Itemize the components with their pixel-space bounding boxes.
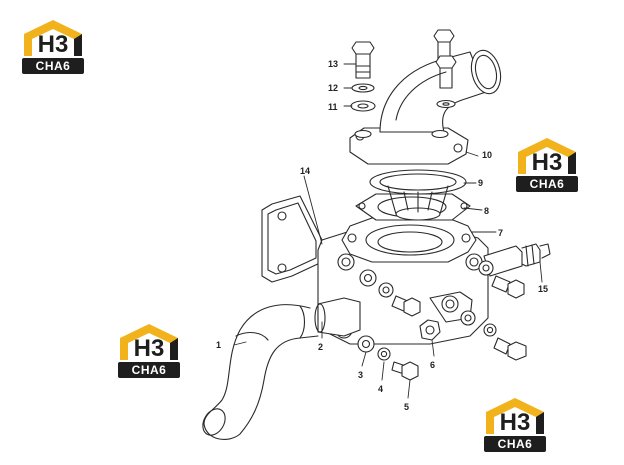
washer-11 <box>350 100 376 112</box>
logo-mark: H3 <box>531 149 563 176</box>
callout-12: 12 <box>328 83 338 93</box>
logo-band: CHA6 <box>22 58 84 74</box>
hose-1 <box>202 304 319 440</box>
house-roof-icon <box>486 398 544 434</box>
housing-7 <box>314 217 489 345</box>
callout-labels: 1 2 3 4 5 6 7 8 9 10 11 12 13 14 15 <box>216 59 548 412</box>
washers-left-group <box>357 269 394 361</box>
callout-11: 11 <box>328 102 338 112</box>
logo-band: CHA6 <box>118 362 180 378</box>
elbow-10 <box>349 49 502 165</box>
bolt-5 <box>391 361 419 381</box>
thermostat-9 <box>369 169 467 221</box>
house-roof-icon <box>518 138 576 174</box>
callout-5: 5 <box>404 402 409 412</box>
callout-10: 10 <box>482 150 492 160</box>
house-roof-icon <box>24 20 82 56</box>
washer-right <box>431 99 456 139</box>
washer-12 <box>351 83 375 93</box>
bolt-13 <box>351 41 375 79</box>
logo-band: CHA6 <box>516 176 578 192</box>
bolt-left-lower <box>354 129 372 139</box>
callout-6: 6 <box>430 360 435 370</box>
bolt-13-right-b <box>435 55 457 89</box>
logo-mark: H3 <box>37 31 69 58</box>
watermark-logo-top-left: H3 CHA6 <box>20 18 86 78</box>
logo-mark: H3 <box>499 409 531 436</box>
sensor-15 <box>483 243 551 277</box>
logo-band: CHA6 <box>484 436 546 452</box>
bolt-right-b <box>493 337 527 361</box>
callout-3: 3 <box>358 370 363 380</box>
callout-2: 2 <box>318 342 323 352</box>
callout-14: 14 <box>300 166 310 176</box>
callout-4: 4 <box>378 384 383 394</box>
watermark-logo-right-upper: H3 CHA6 <box>514 136 580 196</box>
callout-13: 13 <box>328 59 338 69</box>
callout-9: 9 <box>478 178 483 188</box>
callout-8: 8 <box>484 206 489 216</box>
watermark-logo-bottom-right: H3 CHA6 <box>482 396 548 456</box>
house-roof-icon <box>120 324 178 360</box>
callout-1: 1 <box>216 340 221 350</box>
washers-right-group <box>460 260 497 337</box>
watermark-logo-left-lower: H3 CHA6 <box>116 322 182 382</box>
callout-15: 15 <box>538 284 548 294</box>
gasket-14 <box>261 195 323 283</box>
bolt-upper-mid <box>391 295 421 317</box>
callout-7: 7 <box>498 228 503 238</box>
logo-mark: H3 <box>133 335 165 362</box>
leader-lines <box>233 63 543 399</box>
bolt-right-a <box>491 275 525 299</box>
